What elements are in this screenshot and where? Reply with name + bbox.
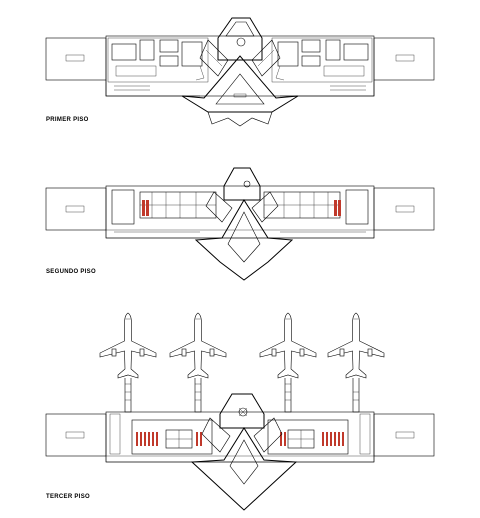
floor-plan-primer: PRIMER PISO xyxy=(45,17,435,127)
airplane-4 xyxy=(327,312,385,379)
floor-label-primer: PRIMER PISO xyxy=(46,117,89,123)
airplane-1 xyxy=(99,312,157,379)
airplane-3 xyxy=(259,312,317,379)
floor-plan-tercer: TERCER PISO xyxy=(45,312,435,511)
airplane-2 xyxy=(169,312,227,379)
floor-plan-segundo: SEGUNDO PISO xyxy=(45,167,435,281)
floor-label-tercer: TERCER PISO xyxy=(46,494,90,500)
floor-label-segundo: SEGUNDO PISO xyxy=(46,269,96,275)
